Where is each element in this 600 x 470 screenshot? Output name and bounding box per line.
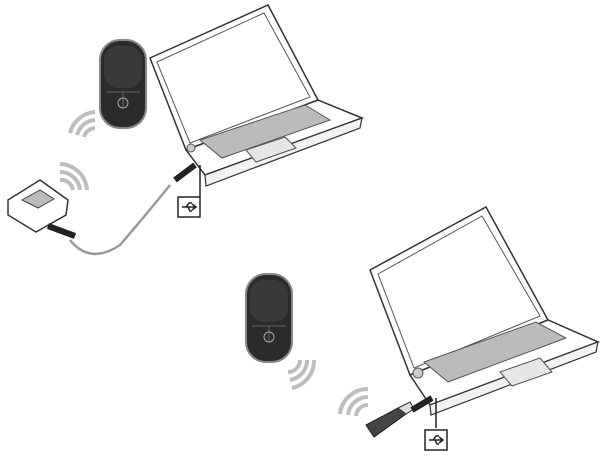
laptop-icon — [369, 205, 600, 416]
usb-cable-icon — [69, 184, 171, 255]
usb-port-icon — [177, 196, 201, 218]
laptop-icon — [149, 4, 365, 187]
usb-dongle-icon — [365, 401, 415, 438]
speakerphone-icon — [245, 273, 293, 363]
dock-icon — [7, 179, 69, 233]
speakerphone-icon — [99, 39, 147, 129]
arrow-icon — [46, 223, 77, 239]
arrow-icon — [173, 162, 197, 183]
usb-port-icon — [424, 429, 448, 451]
wireless-waves-icon — [59, 110, 96, 191]
wireless-waves-icon — [287, 359, 369, 417]
arrow-icon — [410, 395, 434, 413]
